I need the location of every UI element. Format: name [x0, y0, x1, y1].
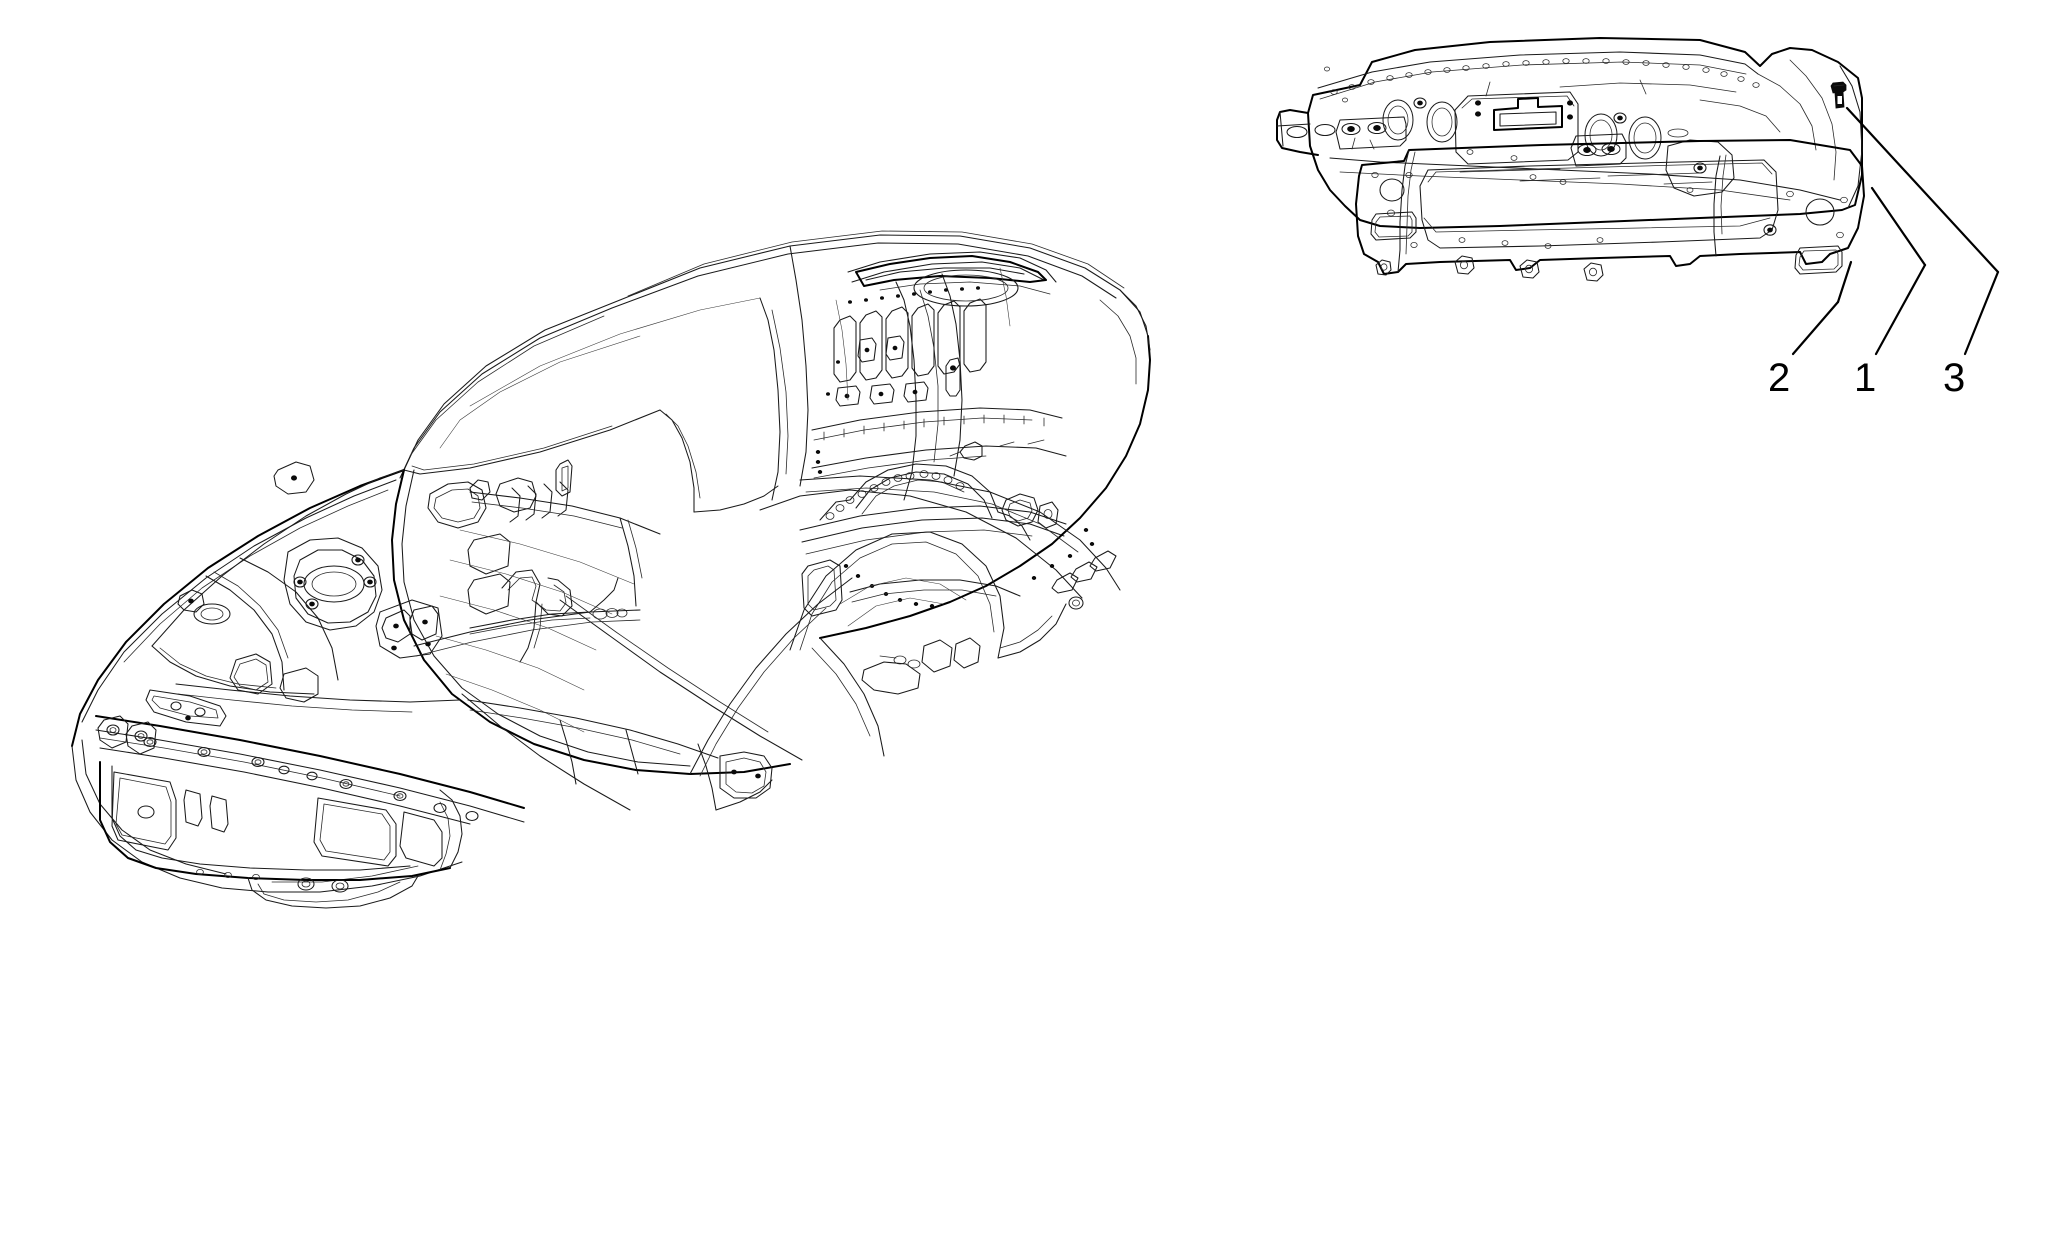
front-bumper-beam	[95, 689, 525, 825]
panel-central-aperture	[1454, 91, 1579, 165]
rear-wheelhouse-inner	[839, 577, 981, 695]
bumper-beam-holes	[143, 736, 479, 822]
leader-line-3-ext	[1845, 106, 2000, 274]
rivet-hole-row	[1324, 58, 1760, 95]
part-rear-panel-fastener-rivet	[1830, 81, 1847, 109]
panel2-mounting-tabs	[1375, 255, 1604, 282]
front-lower-crossmember	[99, 761, 463, 909]
part-car-body-shell	[71, 230, 1151, 909]
panel2-right-features	[1763, 190, 1848, 275]
panel-oval-slots-left	[1286, 116, 1407, 150]
callout-label-2: 2	[1768, 356, 1791, 400]
rear-fender-vents	[1051, 550, 1117, 610]
callout-label-3: 3	[1943, 356, 1966, 400]
callout-label-1: 1	[1854, 356, 1877, 400]
leader-line-3	[1963, 270, 2000, 356]
rear-shock-tower	[819, 463, 1059, 541]
rear-floor-spot-welds	[1031, 528, 1095, 581]
leader-line-2-ext	[1836, 260, 1853, 304]
part-rear-lower-closing-panel	[1355, 139, 1865, 282]
rear-floor-pan	[811, 407, 1067, 479]
floor-tunnel	[469, 491, 661, 607]
rear-sill-structure	[799, 505, 1067, 617]
leader-line-2	[1791, 300, 1840, 356]
leader-line-1-ext	[1870, 186, 1927, 267]
strut-tower-bolts	[293, 554, 377, 610]
panel-oval-slots-right	[1570, 133, 1627, 167]
rear-shelf-structure	[847, 251, 1057, 307]
front-right-rail	[467, 699, 773, 811]
leader-line-1	[1874, 263, 1927, 356]
part-rear-upper-crossmember-panel	[1276, 37, 1863, 229]
b-pillar-structure	[826, 273, 987, 501]
callout-leader-lines	[1791, 106, 2000, 356]
panel2-left-features	[1370, 172, 1418, 248]
engine-bay-structure	[175, 459, 641, 713]
